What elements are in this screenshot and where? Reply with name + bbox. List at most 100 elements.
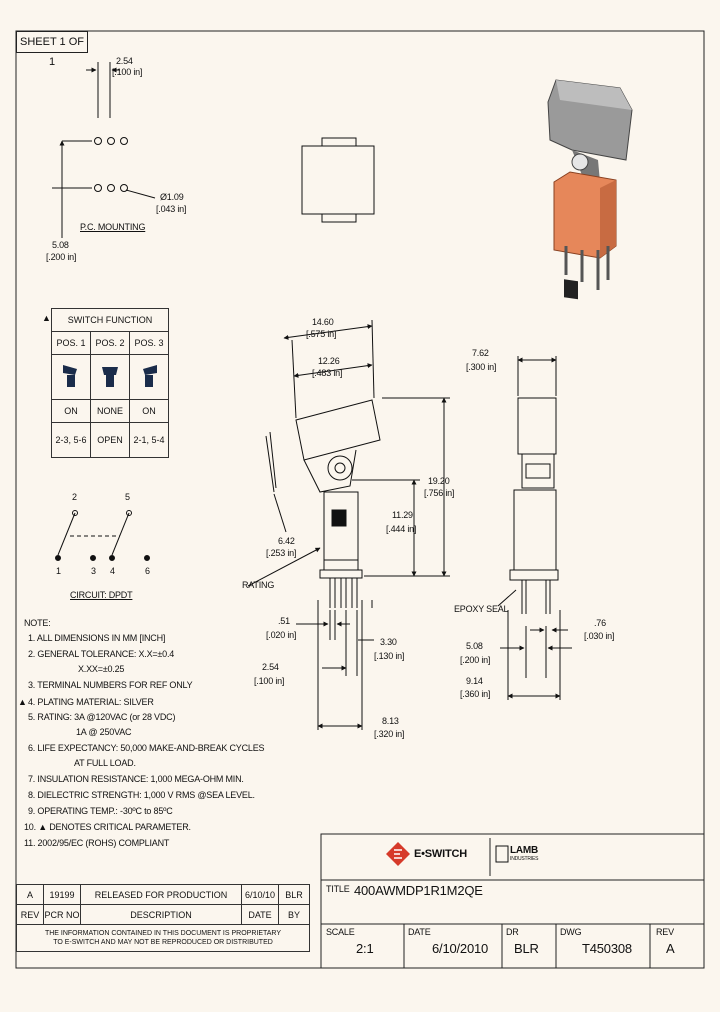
pos-1-label: POS. 1 xyxy=(51,331,91,355)
pos-2-label: POS. 2 xyxy=(90,331,130,355)
note-5: 5. RATING: 3A @120VAC (or 28 VDC) xyxy=(28,712,176,722)
pos-3-connection: 2-1, 5-4 xyxy=(129,422,169,458)
pos-1-state: ON xyxy=(51,399,91,423)
revision-table: A 19199 RELEASED FOR PRODUCTION 6/10/10 … xyxy=(16,884,310,952)
epoxy-seal-label: EPOXY SEAL xyxy=(454,604,509,614)
dim-508-in: [.200 in] xyxy=(460,655,491,665)
title-block-lines xyxy=(320,833,705,969)
top-view-body xyxy=(301,137,375,223)
rev-row-pcr: 19199 xyxy=(43,884,81,905)
pos-2-connection: OPEN xyxy=(90,422,130,458)
proprietary-line-2: TO E-SWITCH AND MAY NOT BE REPRODUCED OR… xyxy=(53,939,273,946)
note-2b: X.XX=±0.25 xyxy=(78,664,125,674)
part-number: 400AWMDP1R1M2QE xyxy=(354,883,483,898)
dim-1920-mm: 19.20 xyxy=(428,476,450,486)
pitch-mm: 2.54 xyxy=(116,56,133,66)
rev-value: A xyxy=(666,941,675,956)
dr-value: BLR xyxy=(514,941,539,956)
pc-mounting-label: P.C. MOUNTING xyxy=(80,222,146,232)
dim-642-in: [.253 in] xyxy=(266,548,297,558)
dim-762-in: [.300 in] xyxy=(466,362,497,372)
front-view xyxy=(497,356,572,700)
pos-2-rocker-icon xyxy=(90,354,130,400)
rev-header-rev: REV xyxy=(16,904,44,925)
note-9: 9. OPERATING TEMP.: -30ºC to 85ºC xyxy=(28,806,173,816)
row-in: [.200 in] xyxy=(46,252,77,262)
dim-813-mm: 8.13 xyxy=(382,716,399,726)
lamb-subtitle: INDUSTRIES xyxy=(510,856,539,862)
rev-row-by: BLR xyxy=(278,884,310,905)
dwg-value: T450308 xyxy=(582,941,632,956)
lamb-logo-box xyxy=(495,845,509,863)
note-6b: AT FULL LOAD. xyxy=(74,758,136,768)
dim-1129-mm: 11.29 xyxy=(392,510,413,520)
circuit-terminal-2: 2 xyxy=(72,492,77,502)
pos-3-label: POS. 3 xyxy=(129,331,169,355)
dim-051-mm: .51 xyxy=(278,616,290,626)
notes-title: NOTE: xyxy=(24,618,51,628)
circuit-terminal-5: 5 xyxy=(125,492,130,502)
dr-label: DR xyxy=(506,927,519,937)
pc-mounting-layout xyxy=(52,62,156,238)
circuit-terminal-4: 4 xyxy=(110,566,115,576)
dim-914-mm: 9.14 xyxy=(466,676,483,686)
dim-813-in: [.320 in] xyxy=(374,729,405,739)
eswitch-wordmark: E•SWITCH xyxy=(414,848,467,860)
rev-header-pcr: PCR NO xyxy=(43,904,81,925)
hole-mm: Ø1.09 xyxy=(160,192,184,202)
rev-row-rev: A xyxy=(16,884,44,905)
rev-row-description: RELEASED FOR PRODUCTION xyxy=(80,884,242,905)
switch-function-table: SWITCH FUNCTION POS. 1 POS. 2 POS. 3 ON … xyxy=(51,308,169,458)
pos-3-rocker-icon xyxy=(129,354,169,400)
note-5b: 1A @ 250VAC xyxy=(76,727,132,737)
sheet-label: SHEET 1 OF 1 xyxy=(16,31,88,68)
dim-1226-in: [.483 in] xyxy=(312,368,343,378)
dim-076-mm: .76 xyxy=(594,618,606,628)
dim-330-mm: 3.30 xyxy=(380,637,397,647)
dim-1460-mm: 14.60 xyxy=(312,317,334,327)
dim-330-in: [.130 in] xyxy=(374,651,405,661)
date-value: 6/10/2010 xyxy=(432,941,489,956)
dim-254-mm: 2.54 xyxy=(262,662,279,672)
note-4: 4. PLATING MATERIAL: SILVER xyxy=(28,697,154,707)
pos-3-state: ON xyxy=(129,399,169,423)
dim-1129-in: [.444 in] xyxy=(386,524,417,534)
dwg-label: DWG xyxy=(560,927,582,937)
pos-2-state: NONE xyxy=(90,399,130,423)
side-view xyxy=(247,319,450,730)
lamb-wordmark: LAMB xyxy=(510,845,539,856)
dim-642-mm: 6.42 xyxy=(278,536,295,546)
rev-header-description: DESCRIPTION xyxy=(80,904,242,925)
dim-1920-in: [.756 in] xyxy=(424,488,455,498)
title-label: TITLE xyxy=(326,884,350,894)
dim-1460-in: [.575 in] xyxy=(306,329,337,339)
switch-function-header: SWITCH FUNCTION xyxy=(51,308,169,332)
circuit-terminal-1: 1 xyxy=(56,566,61,576)
circuit-terminal-6: 6 xyxy=(145,566,150,576)
dim-254-in: [.100 in] xyxy=(254,676,285,686)
note-1: 1. ALL DIMENSIONS IN MM [INCH] xyxy=(28,633,166,643)
rev-label: REV xyxy=(656,927,674,937)
switch-3d-render xyxy=(547,79,633,300)
dim-1226-mm: 12.26 xyxy=(318,356,340,366)
scale-value: 2:1 xyxy=(356,941,374,956)
note-7: 7. INSULATION RESISTANCE: 1,000 MEGA-OHM… xyxy=(28,774,244,784)
dim-051-in: [.020 in] xyxy=(266,630,297,640)
eswitch-logo-mark xyxy=(386,842,410,866)
proprietary-line-1: THE INFORMATION CONTAINED IN THIS DOCUME… xyxy=(44,930,282,937)
note-6: 6. LIFE EXPECTANCY: 50,000 MAKE-AND-BREA… xyxy=(28,743,265,753)
note-3: 3. TERMINAL NUMBERS FOR REF ONLY xyxy=(28,680,193,690)
circuit-terminal-3: 3 xyxy=(91,566,96,576)
hole-in: [.043 in] xyxy=(156,204,187,214)
dim-914-in: [.360 in] xyxy=(460,689,491,699)
proprietary-notice: THE INFORMATION CONTAINED IN THIS DOCUME… xyxy=(16,924,310,952)
pos-1-rocker-icon xyxy=(51,354,91,400)
circuit-diagram xyxy=(55,510,150,561)
dim-762-mm: 7.62 xyxy=(472,348,489,358)
circuit-label: CIRCUIT: DPDT xyxy=(70,590,133,600)
critical-marker-icon: ▲ xyxy=(42,313,51,323)
row-mm: 5.08 xyxy=(52,240,69,250)
dim-508-mm: 5.08 xyxy=(466,641,483,651)
note-8: 8. DIELECTRIC STRENGTH: 1,000 V RMS @SEA… xyxy=(28,790,255,800)
